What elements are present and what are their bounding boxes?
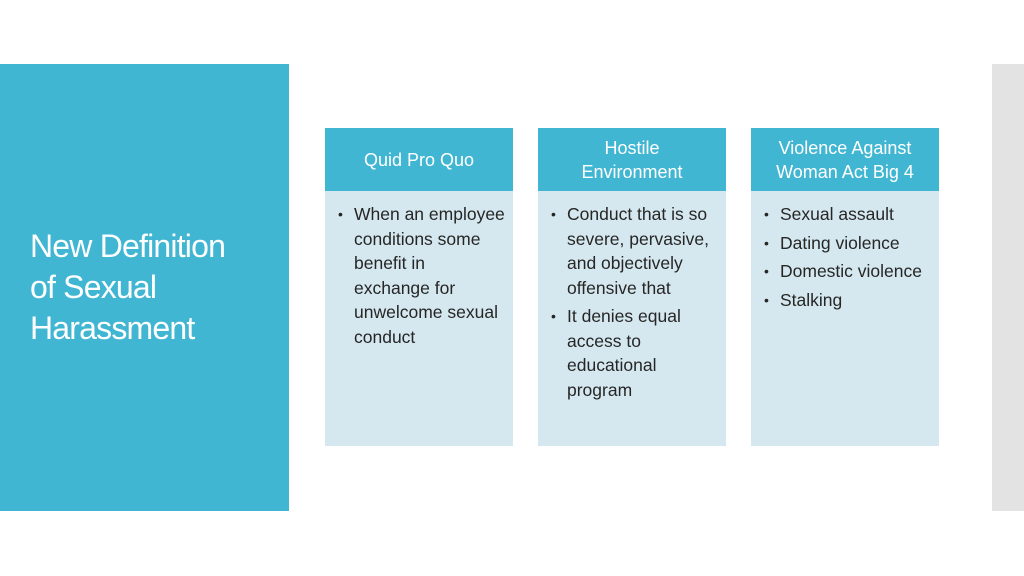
card-header-line: Woman Act Big 4 (776, 161, 914, 182)
bullet-icon: • (551, 206, 556, 222)
bullet-icon: • (764, 206, 769, 222)
card-bullet-list: • Sexual assault • Dating violence • Domest… (751, 202, 939, 316)
card-vawa-big-4: Violence Against Woman Act Big 4 • Sexual… (751, 128, 939, 446)
list-item: • It denies equal access to educational p… (538, 304, 726, 402)
list-item: • When an employee conditions some benefi… (325, 202, 513, 349)
list-item: • Stalking (751, 288, 939, 313)
title-panel (0, 64, 289, 511)
list-item-text: Dating violence (780, 232, 900, 253)
card-header-line: Environment (581, 161, 683, 182)
card-bullet-list: • When an employee conditions some benefi… (325, 202, 513, 349)
card-header: Violence Against Woman Act Big 4 (751, 128, 939, 191)
list-item-text: Domestic violence (780, 261, 922, 281)
bullet-icon: • (764, 291, 769, 308)
list-item-text: When an employee conditions some benefit… (354, 204, 505, 347)
card-header-line: Violence Against (778, 137, 912, 158)
card-header-line: Quid Pro Quo (363, 149, 475, 170)
slide-title-line: New Definition (30, 228, 226, 264)
bullet-icon: • (764, 263, 769, 279)
bullet-icon: • (338, 206, 343, 222)
list-item: • Dating violence (751, 231, 939, 256)
list-item-text: It denies equal access to educational pr… (567, 306, 681, 400)
bullet-icon: • (551, 308, 556, 324)
list-item: • Sexual assault (751, 202, 939, 227)
slide-title-line: of Sexual (30, 269, 157, 305)
card-header: Quid Pro Quo (325, 128, 513, 191)
card-header: Hostile Environment (538, 128, 726, 191)
card-quid-pro-quo: Quid Pro Quo • When an employee condition… (325, 128, 513, 446)
list-item-text: Stalking (780, 289, 843, 310)
list-item: • Conduct that is so severe, pervasive, a… (538, 202, 726, 300)
bullet-icon: • (764, 234, 769, 251)
list-item: • Domestic violence (751, 259, 939, 284)
scroll-strip (992, 64, 1024, 511)
list-item-text: Sexual assault (780, 204, 894, 224)
card-header-line: Hostile (604, 137, 660, 158)
slide-title-line: Harassment (30, 310, 195, 346)
card-bullet-list: • Conduct that is so severe, pervasive, a… (538, 202, 726, 406)
list-item-text: Conduct that is so severe, pervasive, an… (567, 204, 710, 298)
slide-title: New Definition of Sexual Harassment (30, 226, 280, 349)
card-hostile-environment: Hostile Environment • Conduct that is so … (538, 128, 726, 446)
